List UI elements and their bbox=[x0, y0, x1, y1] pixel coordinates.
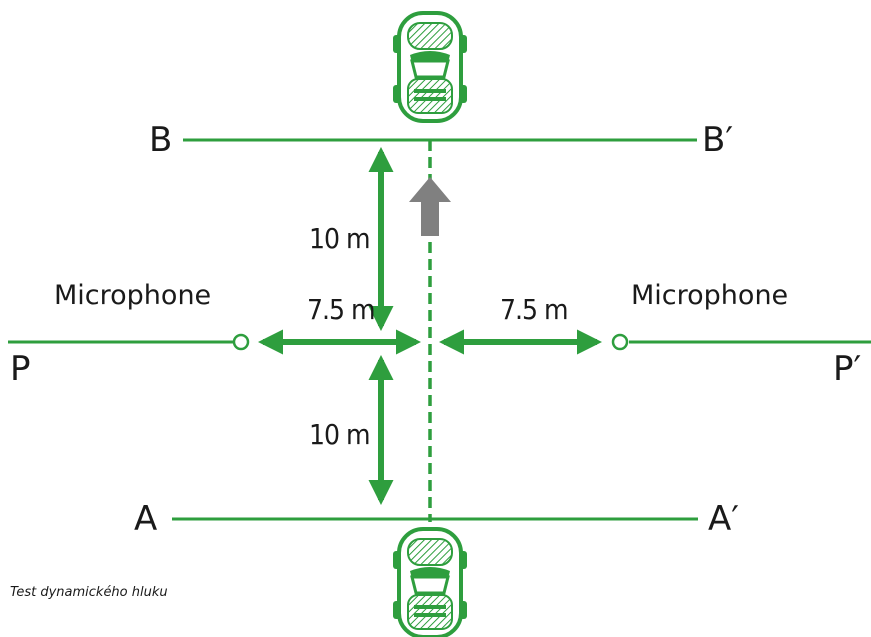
distance-label-lower: 10 m bbox=[309, 418, 370, 451]
label-a-prime: A′ bbox=[708, 499, 739, 539]
label-b: B bbox=[149, 120, 172, 160]
caption: Test dynamického hluku bbox=[10, 585, 168, 600]
label-p-prime: P′ bbox=[833, 349, 861, 389]
label-b-prime: B′ bbox=[702, 120, 733, 160]
up-arrow-icon bbox=[409, 177, 451, 236]
distance-label-left: 7.5 m bbox=[307, 293, 375, 326]
microphone-icon bbox=[232, 333, 250, 351]
microphone-icon bbox=[611, 333, 629, 351]
car-icon bbox=[393, 11, 467, 123]
label-a: A bbox=[134, 499, 157, 539]
label-p: P bbox=[10, 349, 31, 389]
microphone-label-left: Microphone bbox=[54, 280, 211, 311]
distance-label-right: 7.5 m bbox=[500, 293, 568, 326]
microphone-label-right: Microphone bbox=[631, 280, 788, 311]
distance-label-upper: 10 m bbox=[309, 222, 370, 255]
car-icon bbox=[393, 527, 467, 637]
